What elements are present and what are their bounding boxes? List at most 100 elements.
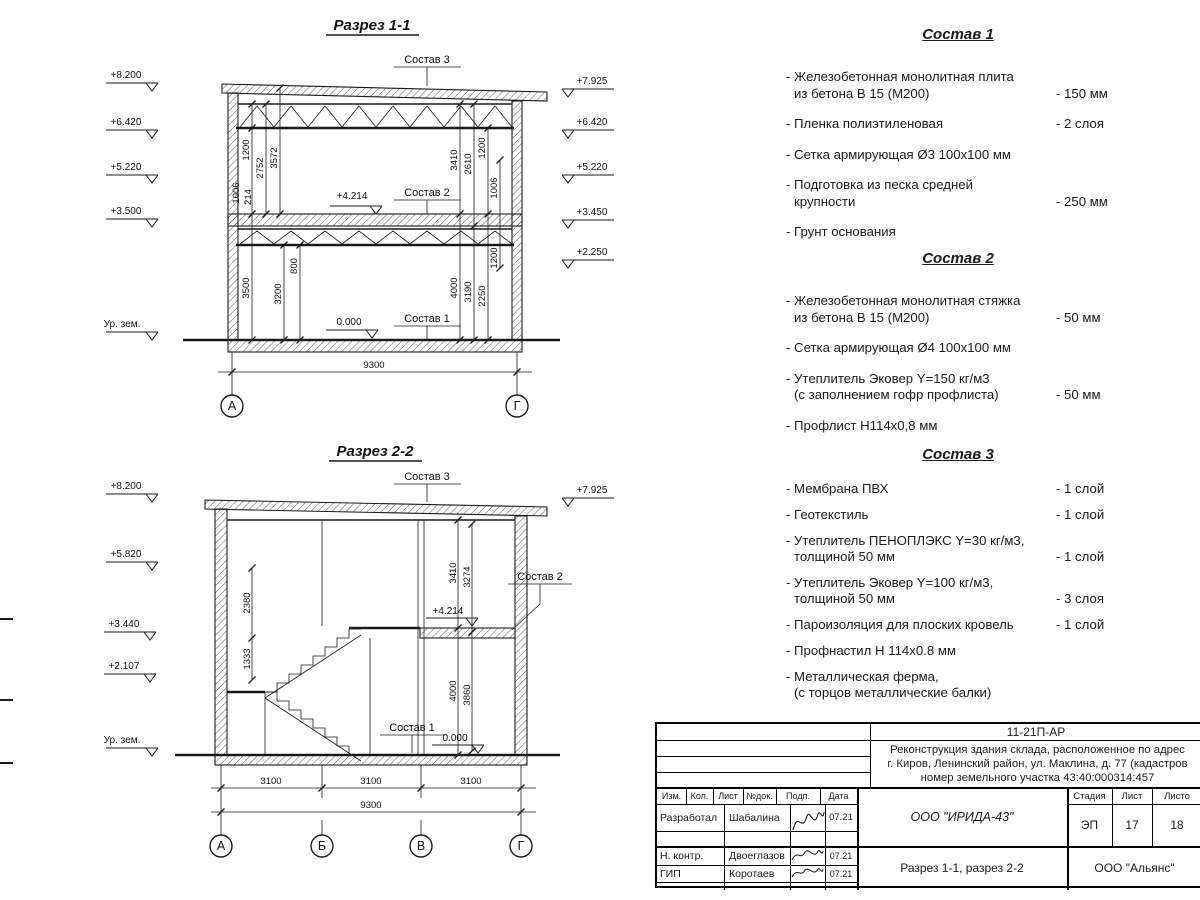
svg-text:+5.220: +5.220 xyxy=(111,162,142,173)
svg-text:2380: 2380 xyxy=(242,592,253,613)
contractor-org: ООО "Альянс" xyxy=(1094,861,1175,875)
svg-text:0.000: 0.000 xyxy=(336,317,361,328)
svg-text:Состав 1: Состав 1 xyxy=(404,313,450,325)
row-role: ГИП xyxy=(660,867,681,880)
svg-text:3572: 3572 xyxy=(269,147,280,168)
sheets-label: Листо xyxy=(1164,790,1190,802)
svg-text:Ур. зем.: Ур. зем. xyxy=(104,319,141,330)
frame-tick xyxy=(0,618,13,620)
elevation-marks: +8.200 +5.820 +3.440 +2.107 Ур. зем. +7.… xyxy=(103,481,615,757)
list-item: - Мембрана ПВХ - 1 слой xyxy=(786,481,1105,496)
svg-text:3100: 3100 xyxy=(460,776,481,787)
svg-text:+2.107: +2.107 xyxy=(109,661,140,672)
svg-text:1200: 1200 xyxy=(489,247,500,268)
axis-bubble-label: Г xyxy=(514,399,521,413)
building-structure xyxy=(175,499,560,766)
row-name: Двоеглазов xyxy=(729,849,785,862)
svg-text:+8.200: +8.200 xyxy=(111,70,142,81)
svg-text:1333: 1333 xyxy=(242,648,253,669)
list-item: - Грунт основания xyxy=(786,224,896,239)
composition-2-title: Состав 2 xyxy=(922,250,994,267)
stage-label: Стадия xyxy=(1073,790,1106,802)
svg-text:214: 214 xyxy=(243,189,254,205)
project-description: Реконструкция здания склада, расположенн… xyxy=(887,744,1188,784)
svg-text:4000: 4000 xyxy=(448,680,459,701)
col-header-list: Лист xyxy=(718,791,738,801)
row-role: Н. контр. xyxy=(660,849,704,862)
svg-text:Состав 1: Состав 1 xyxy=(389,722,435,734)
list-item: - Сетка армирующая Ø4 100х100 мм xyxy=(786,340,1011,355)
svg-text:800: 800 xyxy=(289,258,300,274)
document-code: 11-21П-АР xyxy=(1006,725,1066,739)
list-item: - Металлическая ферма,(с торцов металлич… xyxy=(786,669,992,700)
svg-text:3274: 3274 xyxy=(462,566,473,587)
row-name: Шабалина xyxy=(729,811,780,824)
sheet-title: Разрез 1-1, разрез 2-2 xyxy=(900,861,1024,875)
row-name: Коротаев xyxy=(729,867,775,880)
bottom-dimension: 3100 3100 3100 9300 А Б В Г xyxy=(209,765,536,858)
svg-text:3100: 3100 xyxy=(260,776,281,787)
svg-text:Состав 3: Состав 3 xyxy=(404,471,450,483)
stage-value: ЭП xyxy=(1080,818,1099,832)
design-org: ООО "ИРИДА-43" xyxy=(910,810,1014,824)
composition-3-title: Состав 3 xyxy=(922,446,994,463)
axis-bubble-label: Г xyxy=(518,839,525,853)
composition-3: Состав 3 - Мембрана ПВХ - 1 слой - Геоте… xyxy=(786,446,1190,711)
svg-text:+7.925: +7.925 xyxy=(577,485,608,496)
composition-1: Состав 1 - Железобетонная монолитная пли… xyxy=(786,26,1190,255)
svg-text:3860: 3860 xyxy=(462,684,473,705)
layer-callouts: Состав 3 Состав 2 Состав 1 +4.214 0.000 xyxy=(380,471,572,754)
axis-bubble-label: Б xyxy=(318,839,326,853)
svg-text:+3.450: +3.450 xyxy=(577,207,608,218)
building-structure xyxy=(183,83,560,353)
axis-bubble-label: А xyxy=(217,839,226,853)
list-item: - Утеплитель Эковер Y=100 кг/м3,толщиной… xyxy=(786,575,1104,606)
svg-text:2752: 2752 xyxy=(255,157,266,178)
list-item: - Утеплитель Эковер Y=150 кг/м3(с заполн… xyxy=(786,370,1101,403)
row-role: Разработал xyxy=(660,811,718,824)
svg-text:+5.820: +5.820 xyxy=(111,549,142,560)
row-date: 07.21 xyxy=(829,868,853,879)
row-date: 07.21 xyxy=(829,812,853,823)
svg-text:Ур. зем.: Ур. зем. xyxy=(104,735,141,746)
svg-text:1006: 1006 xyxy=(489,177,500,198)
list-item: - Сетка армирующая Ø3 100х100 мм xyxy=(786,146,1011,162)
svg-text:1200: 1200 xyxy=(241,139,252,160)
frame-tick xyxy=(0,699,13,701)
svg-text:+3.440: +3.440 xyxy=(109,619,140,630)
svg-text:+6.420: +6.420 xyxy=(111,117,142,128)
svg-text:+6.420: +6.420 xyxy=(577,117,608,128)
svg-text:1006: 1006 xyxy=(231,182,242,203)
svg-text:+5.220: +5.220 xyxy=(577,162,608,173)
section-2-2-drawing: Разрез 2-2 2380 1333 3410 3274 4000 xyxy=(103,443,615,858)
svg-text:3500: 3500 xyxy=(241,277,252,298)
elevation-marks: +8.200 +6.420 +5.220 +3.500 Ур. зем. +7.… xyxy=(104,70,615,341)
signature xyxy=(791,868,824,878)
dimension-labels: 1200 1006 214 2752 3572 3410 2610 1200 1… xyxy=(231,137,500,306)
svg-text:9300: 9300 xyxy=(360,800,381,811)
svg-text:+2.250: +2.250 xyxy=(577,247,608,258)
signature xyxy=(792,811,825,831)
list-item: - Профлист Н114х0,8 мм xyxy=(786,417,938,433)
dimension-labels: 2380 1333 3410 3274 4000 3860 xyxy=(242,562,473,705)
list-item: - Утеплитель ПЕНОПЛЭКС Y=30 кг/м3,толщин… xyxy=(786,533,1105,564)
sheet-number: 17 xyxy=(1125,818,1139,832)
svg-text:3100: 3100 xyxy=(360,776,381,787)
title-block: 11-21П-АР Реконструкция здания склада, р… xyxy=(655,722,1200,890)
col-header-data: Дата xyxy=(828,791,849,801)
svg-text:2610: 2610 xyxy=(463,153,474,174)
axis-bubble-label: В xyxy=(417,839,425,853)
section-title: Разрез 1-1 xyxy=(333,17,410,34)
svg-text:3410: 3410 xyxy=(449,149,460,170)
list-item: - Геотекстиль - 1 слой xyxy=(786,507,1105,522)
svg-text:+4.214: +4.214 xyxy=(337,191,368,202)
svg-text:Состав 2: Состав 2 xyxy=(404,187,450,199)
svg-text:3410: 3410 xyxy=(448,562,459,583)
svg-text:0.000: 0.000 xyxy=(442,733,467,744)
list-item: - Пароизоляция для плоских кровель - 1 с… xyxy=(786,617,1105,632)
col-header-podp: Подп. xyxy=(786,791,810,801)
sheet-label: Лист xyxy=(1121,790,1143,802)
